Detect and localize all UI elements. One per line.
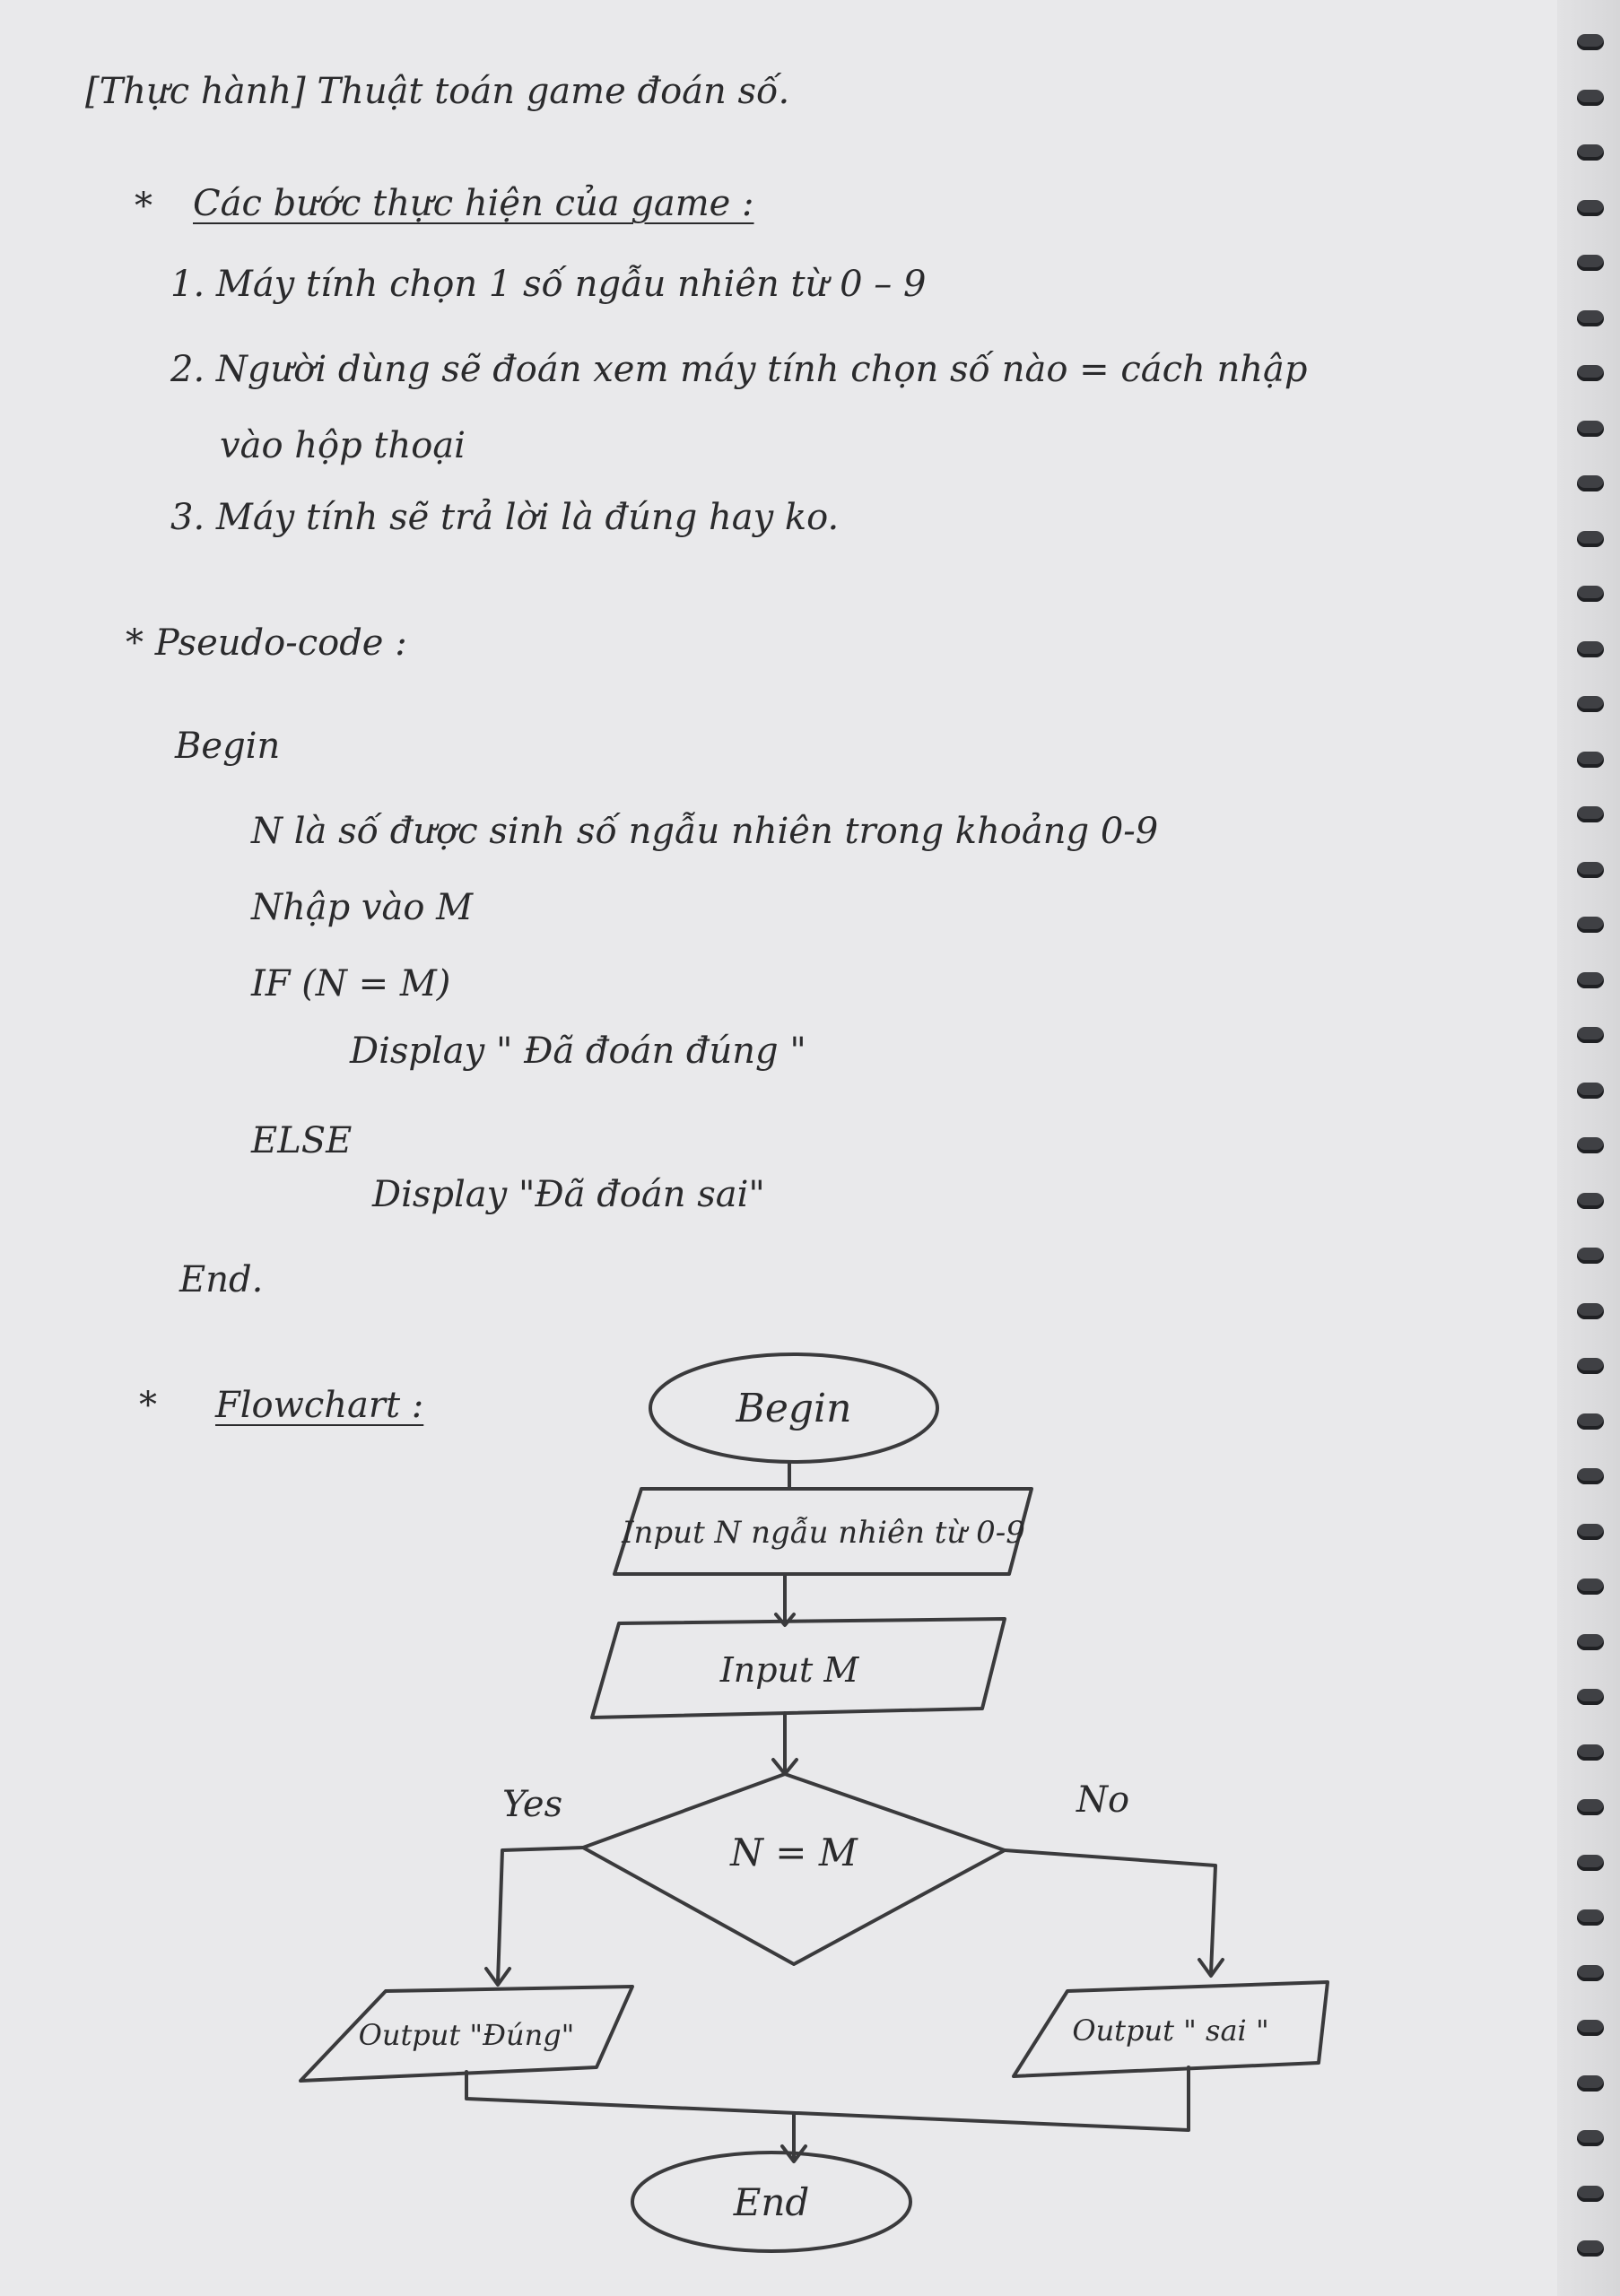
binding-ring bbox=[1577, 1248, 1604, 1264]
pseudo-line-2: Nhập vào M bbox=[251, 887, 474, 928]
arrowhead bbox=[1198, 1958, 1224, 1978]
binding-ring bbox=[1577, 1413, 1604, 1430]
pseudo-begin: Begin bbox=[175, 726, 281, 767]
binding-ring bbox=[1577, 199, 1604, 216]
input-m-label: Input M bbox=[719, 1650, 860, 1690]
binding-ring bbox=[1577, 1082, 1604, 1099]
begin-label: Begin bbox=[736, 1386, 852, 1431]
steps-heading: Các bước thực hiện của game : bbox=[193, 183, 754, 224]
pseudo-end: End. bbox=[179, 1259, 264, 1300]
end-terminal bbox=[631, 2151, 912, 2253]
flowchart-heading: Flowchart : bbox=[215, 1385, 424, 1426]
pseudocode-heading: * Pseudo-code : bbox=[126, 622, 407, 664]
pseudo-line-5: ELSE bbox=[251, 1120, 353, 1161]
binding-ring bbox=[1577, 1027, 1604, 1043]
binding-ring bbox=[1577, 806, 1604, 822]
pseudo-line-6: Display "Đã đoán sai" bbox=[372, 1174, 765, 1215]
step-3: 3. Máy tính sẽ trả lời là đúng hay ko. bbox=[170, 497, 840, 538]
binding-ring bbox=[1577, 1744, 1604, 1761]
binding-ring bbox=[1577, 1964, 1604, 1981]
step-2: 2. Người dùng sẽ đoán xem máy tính chọn … bbox=[170, 349, 1308, 390]
binding-ring bbox=[1577, 365, 1604, 381]
binding-ring bbox=[1577, 1302, 1604, 1319]
begin-terminal bbox=[649, 1352, 939, 1464]
binding-ring bbox=[1577, 2020, 1604, 2036]
end-label: End bbox=[733, 2180, 810, 2224]
binding-ring bbox=[1577, 2130, 1604, 2146]
binding-ring bbox=[1577, 1137, 1604, 1153]
pseudo-line-3: IF (N = M) bbox=[251, 963, 451, 1004]
binding-ring bbox=[1577, 309, 1604, 326]
input-n-label: Input N ngẫu nhiên từ 0-9 bbox=[621, 1515, 1025, 1551]
decision-label: N = M bbox=[729, 1831, 858, 1874]
no-branch-line bbox=[1003, 1848, 1217, 1975]
binding-ring bbox=[1577, 696, 1604, 712]
input-n-box bbox=[613, 1487, 1033, 1576]
arrowhead bbox=[774, 1613, 796, 1627]
binding-ring bbox=[1577, 2185, 1604, 2202]
binding-ring bbox=[1577, 2074, 1604, 2092]
yes-label: Yes bbox=[502, 1784, 562, 1825]
binding-ring bbox=[1577, 89, 1604, 106]
binding-ring bbox=[1577, 1799, 1604, 1815]
yes-branch-line bbox=[496, 1846, 585, 1984]
output-no-box bbox=[1012, 1980, 1329, 2078]
binding-ring bbox=[1577, 530, 1604, 547]
step-1: 1. Máy tính chọn 1 số ngẫu nhiên từ 0 – … bbox=[170, 264, 927, 305]
binding-ring bbox=[1577, 971, 1604, 988]
binding-ring bbox=[1577, 1523, 1604, 1540]
page-title: [Thực hành] Thuật toán game đoán số. bbox=[85, 71, 790, 112]
binding-ring bbox=[1577, 861, 1604, 878]
output-yes-box bbox=[299, 1985, 634, 2083]
bullet-star-icon: * bbox=[135, 186, 152, 227]
arrowhead bbox=[484, 1967, 511, 1987]
binding-ring bbox=[1577, 2240, 1604, 2257]
binding-ring bbox=[1577, 640, 1604, 657]
binding-ring bbox=[1577, 475, 1604, 491]
binding-ring bbox=[1577, 1468, 1604, 1484]
merge-line bbox=[465, 2066, 1190, 2132]
step-2-continued: vào hộp thoại bbox=[220, 425, 466, 466]
binding-ring bbox=[1577, 1192, 1604, 1209]
binding-ring bbox=[1577, 144, 1604, 161]
bullet-star-icon: * bbox=[139, 1385, 157, 1426]
pseudo-line-1: N là số được sinh số ngẫu nhiên trong kh… bbox=[251, 811, 1159, 852]
binding-ring bbox=[1577, 1578, 1604, 1595]
no-label: No bbox=[1076, 1779, 1129, 1821]
decision-diamond bbox=[581, 1772, 1006, 1966]
binding-ring bbox=[1577, 586, 1604, 602]
binding-ring bbox=[1577, 1854, 1604, 1871]
binding-ring bbox=[1577, 1633, 1604, 1650]
pseudo-line-4: Display " Đã đoán đúng " bbox=[350, 1031, 806, 1072]
input-m-box bbox=[590, 1617, 1006, 1719]
binding-ring bbox=[1577, 1358, 1604, 1374]
binding-ring bbox=[1577, 1909, 1604, 1926]
output-no-label: Output " sai " bbox=[1072, 2013, 1268, 2048]
binding-ring bbox=[1577, 751, 1604, 768]
spiral-binding bbox=[1557, 0, 1620, 2296]
binding-ring bbox=[1577, 917, 1604, 933]
binding-ring bbox=[1577, 420, 1604, 437]
output-yes-label: Output "Đúng" bbox=[359, 2018, 575, 2052]
binding-ring bbox=[1577, 1689, 1604, 1705]
binding-ring bbox=[1577, 255, 1604, 271]
binding-ring bbox=[1577, 34, 1604, 50]
